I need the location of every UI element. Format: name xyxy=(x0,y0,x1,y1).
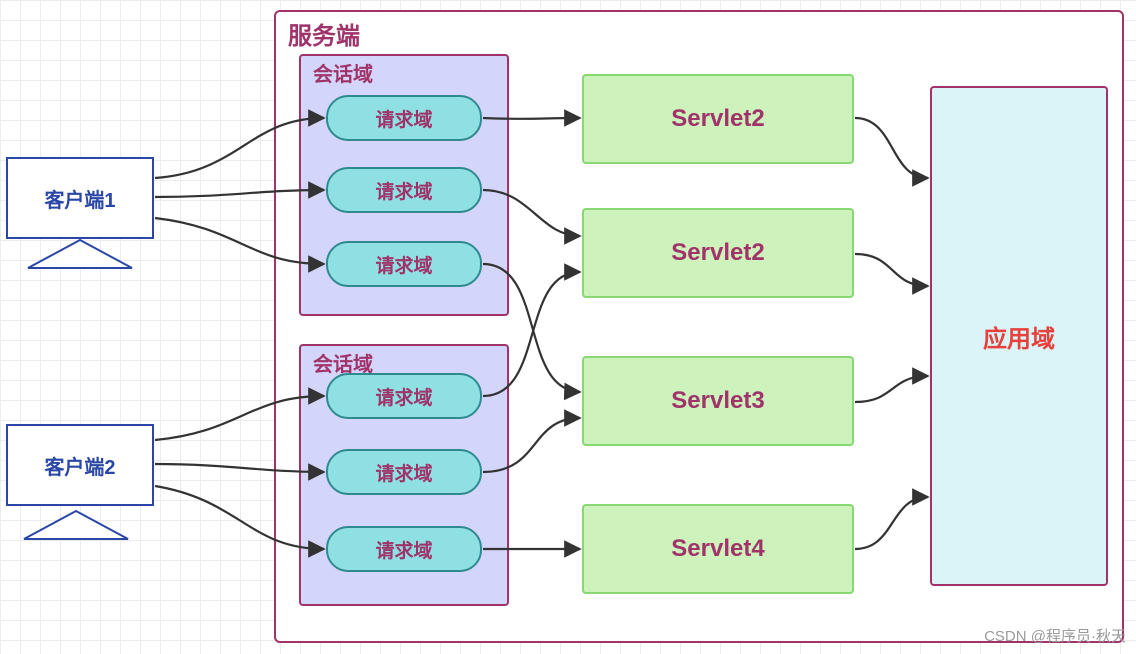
edge-request2-servlet2 xyxy=(482,188,582,245)
request-domain-2: 请求域 xyxy=(326,167,482,213)
edge-servlet3-app xyxy=(854,367,930,404)
client-2-stand-icon xyxy=(23,509,129,540)
servlet-box-3: Servlet3 xyxy=(582,356,854,446)
session-domain-title: 会话域 xyxy=(313,64,373,86)
edge-client1-request1 xyxy=(154,109,326,180)
request-domain-6: 请求域 xyxy=(326,526,482,572)
edge-client1-request2 xyxy=(154,181,326,199)
edge-client1-request3 xyxy=(154,216,326,273)
edge-client2-request6 xyxy=(154,484,326,558)
servlet-box-1: Servlet2 xyxy=(582,74,854,164)
edge-servlet2-app xyxy=(854,252,930,295)
client-1-stand-icon xyxy=(27,238,133,269)
servlet-box-2: Servlet2 xyxy=(582,208,854,298)
servlet-box-4: Servlet4 xyxy=(582,504,854,594)
server-title: 服务端 xyxy=(288,23,360,50)
request-domain-3: 请求域 xyxy=(326,241,482,287)
watermark: CSDN @程序员·秋天 xyxy=(984,628,1126,645)
client-1: 客户端1 xyxy=(6,157,154,239)
edge-servlet1-app xyxy=(854,116,930,187)
edge-request4-servlet2 xyxy=(482,263,582,398)
request-domain-4: 请求域 xyxy=(326,373,482,419)
edge-request3-servlet3 xyxy=(482,262,582,401)
edge-client2-request5 xyxy=(154,462,326,481)
request-domain-1: 请求域 xyxy=(326,95,482,141)
edge-client2-request4 xyxy=(154,387,326,442)
session-domain-title: 会话域 xyxy=(313,354,373,376)
client-2: 客户端2 xyxy=(6,424,154,506)
request-domain-5: 请求域 xyxy=(326,449,482,495)
edge-request1-servlet1 xyxy=(482,109,582,127)
application-domain: 应用域 xyxy=(930,86,1108,586)
edge-servlet4-app xyxy=(854,488,930,551)
edge-request5-servlet3 xyxy=(482,409,582,474)
